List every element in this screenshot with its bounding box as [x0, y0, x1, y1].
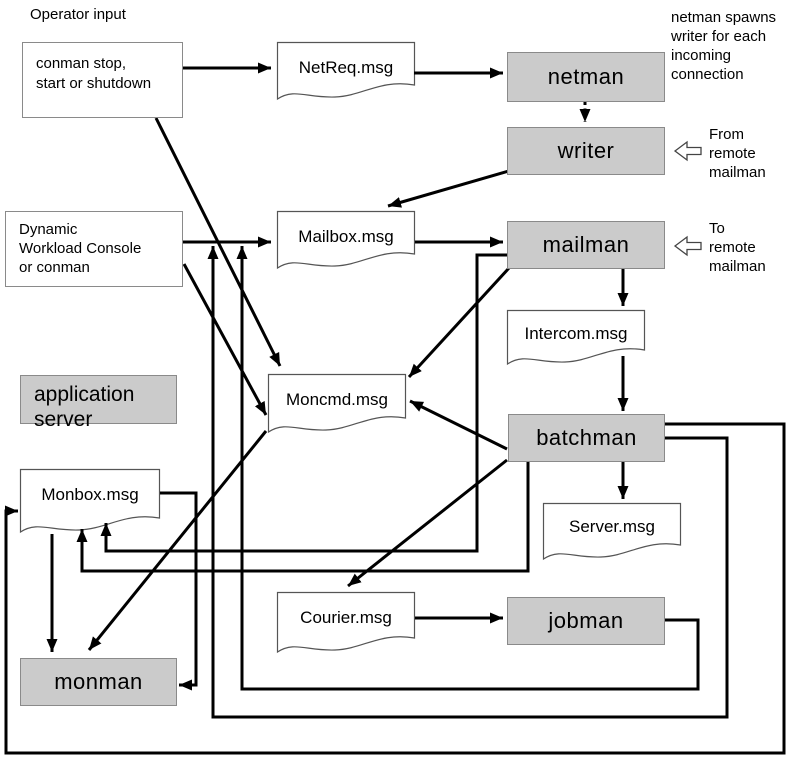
- loop-batchman-to-mailbox-feed: [207, 246, 729, 719]
- from-remote-line: remote: [709, 145, 756, 162]
- netman-note-line: writer for each: [671, 28, 767, 45]
- queue-moncmd-shape: [267, 373, 407, 434]
- loop-batchman-to-monbox-bottom: [76, 460, 530, 573]
- arrow-mailman-to-moncmd: [407, 266, 511, 379]
- queue-netreq-shape: [276, 41, 416, 101]
- arrow-writer-to-mailbox: [387, 169, 510, 208]
- conman-command-box: conman stop, start or shutdown: [22, 42, 183, 118]
- netman-note-line: incoming: [671, 47, 732, 64]
- dwc-line: Dynamic: [19, 221, 78, 238]
- loop-batchman-to-monbox-left: [4, 422, 786, 755]
- from-remote-note: From remote mailman: [709, 125, 787, 182]
- queue-intercom-shape: [506, 309, 646, 366]
- arrow-dwc-to-moncmd: [182, 263, 268, 416]
- from-remote-arrow-icon: [673, 140, 702, 162]
- queue-mailbox-shape: [276, 210, 416, 270]
- conman-command-line: conman stop,: [36, 55, 127, 72]
- from-remote-line: mailman: [709, 164, 766, 181]
- loop-monbox-to-monman-right: [160, 491, 198, 691]
- process-netman: netman: [507, 52, 665, 102]
- loop-mailman-to-monbox-bottom: [100, 253, 507, 553]
- to-remote-line: To: [709, 220, 725, 237]
- netman-note-line: netman spawns: [671, 9, 777, 26]
- dwc-line: Workload Console: [19, 240, 142, 257]
- process-monman: monman: [20, 658, 177, 706]
- process-mailman: mailman: [507, 221, 665, 269]
- netman-note-line: connection: [671, 66, 744, 83]
- from-remote-line: From: [709, 126, 744, 143]
- queue-monbox-shape: [19, 468, 161, 534]
- dwc-box: Dynamic Workload Console or conman: [5, 211, 183, 287]
- application-server-line: application: [34, 383, 135, 406]
- arrow-conman-to-moncmd: [154, 117, 282, 367]
- process-batchman: batchman: [508, 414, 665, 462]
- dwc-line: or conman: [19, 259, 90, 276]
- to-remote-note: To remote mailman: [709, 219, 787, 276]
- arrow-moncmd-to-monman: [87, 430, 268, 651]
- conman-command-line: start or shutdown: [36, 75, 152, 92]
- queue-server-shape: [542, 502, 682, 561]
- netman-note: netman spawns writer for each incoming c…: [671, 8, 785, 84]
- application-server-line: server: [34, 408, 93, 431]
- to-remote-arrow-icon: [673, 235, 702, 257]
- arrow-batchman-to-courier: [347, 458, 508, 588]
- operator-input-label: Operator input: [30, 6, 126, 23]
- queue-courier-shape: [276, 591, 416, 654]
- process-writer: writer: [507, 127, 665, 175]
- application-server-block: application server: [20, 375, 177, 431]
- to-remote-line: remote: [709, 239, 756, 256]
- arrow-batchman-to-moncmd: [409, 399, 508, 451]
- process-jobman: jobman: [507, 597, 665, 645]
- loop-jobman-to-mailbox-feed: [236, 246, 700, 691]
- to-remote-line: mailman: [709, 258, 766, 275]
